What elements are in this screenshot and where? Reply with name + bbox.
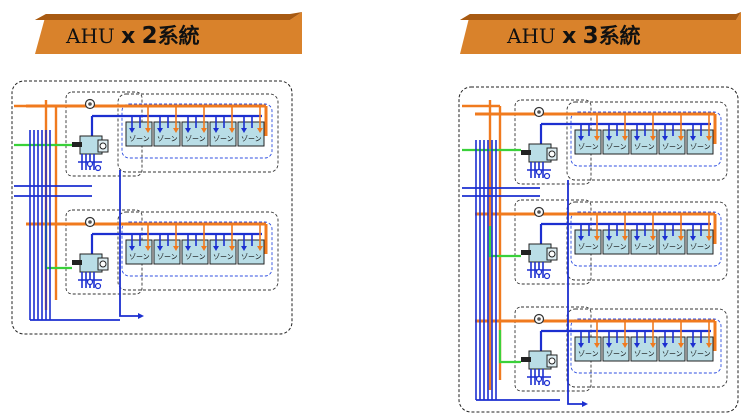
valve-icon xyxy=(545,274,550,279)
ahu-damper-icon xyxy=(521,250,531,255)
zone-label: ゾーン xyxy=(578,143,599,151)
outer-boundary-ahu-2 xyxy=(12,81,292,334)
zone-label: ゾーン xyxy=(606,350,627,358)
zone-label: ゾーン xyxy=(213,253,234,261)
vent-pipe xyxy=(500,330,521,362)
zone-label: ゾーン xyxy=(578,350,599,358)
zone-label: ゾーン xyxy=(185,135,206,143)
fan-hub-icon xyxy=(537,110,541,114)
zone-label: ゾーン xyxy=(185,253,206,261)
valve-icon xyxy=(537,377,542,382)
zone-label: ゾーン xyxy=(662,143,683,151)
zone-label: ゾーン xyxy=(690,350,711,358)
zone-label: ゾーン xyxy=(213,135,234,143)
ahu3-block-2: ゾーンゾーンゾーンゾーンゾーン xyxy=(475,200,727,284)
zone-label: ゾーン xyxy=(634,143,655,151)
fan-hub-icon xyxy=(88,220,92,224)
fan-hub-icon xyxy=(537,317,541,321)
valve-icon xyxy=(545,381,550,386)
ahu-damper-icon xyxy=(72,142,82,147)
arrow-icon xyxy=(138,313,144,319)
ahu3-block-3: ゾーンゾーンゾーンゾーンゾーン xyxy=(475,307,727,391)
valve-icon xyxy=(88,280,93,285)
valve-icon xyxy=(545,174,550,179)
zone-label: ゾーン xyxy=(690,143,711,151)
ahu-motor-icon xyxy=(100,143,106,149)
fan-hub-icon xyxy=(537,210,541,214)
zone-label: ゾーン xyxy=(690,243,711,251)
arrow-icon xyxy=(582,401,588,407)
ahu2-block-1: ゾーンゾーンゾーンゾーンゾーン xyxy=(26,92,278,176)
zone-label: ゾーン xyxy=(129,253,150,261)
zone-label: ゾーン xyxy=(157,253,178,261)
zone-label: ゾーン xyxy=(662,243,683,251)
zone-label: ゾーン xyxy=(129,135,150,143)
zone-label: ゾーン xyxy=(662,350,683,358)
valve-icon xyxy=(537,170,542,175)
zone-label: ゾーン xyxy=(578,243,599,251)
ahu2-block-2: ゾーンゾーンゾーンゾーンゾーン xyxy=(26,210,278,294)
valve-icon xyxy=(96,166,101,171)
zone-label: ゾーン xyxy=(606,243,627,251)
fan-hub-icon xyxy=(88,102,92,106)
zone-label: ゾーン xyxy=(241,253,262,261)
zone-label: ゾーン xyxy=(634,350,655,358)
valve-icon xyxy=(96,284,101,289)
valve-icon xyxy=(88,162,93,167)
ahu-damper-icon xyxy=(72,260,82,265)
ahu-motor-icon xyxy=(100,261,106,267)
zone-label: ゾーン xyxy=(606,143,627,151)
ahu-motor-icon xyxy=(549,151,555,157)
zone-label: ゾーン xyxy=(634,243,655,251)
valve-icon xyxy=(537,270,542,275)
ahu-motor-icon xyxy=(549,251,555,257)
zone-label: ゾーン xyxy=(241,135,262,143)
zone-label: ゾーン xyxy=(157,135,178,143)
ahu3-block-1: ゾーンゾーンゾーンゾーンゾーン xyxy=(475,100,727,184)
ahu-motor-icon xyxy=(549,358,555,364)
vent-pipe xyxy=(490,226,521,256)
ahu-damper-icon xyxy=(521,357,531,362)
ahu-damper-icon xyxy=(521,150,531,155)
